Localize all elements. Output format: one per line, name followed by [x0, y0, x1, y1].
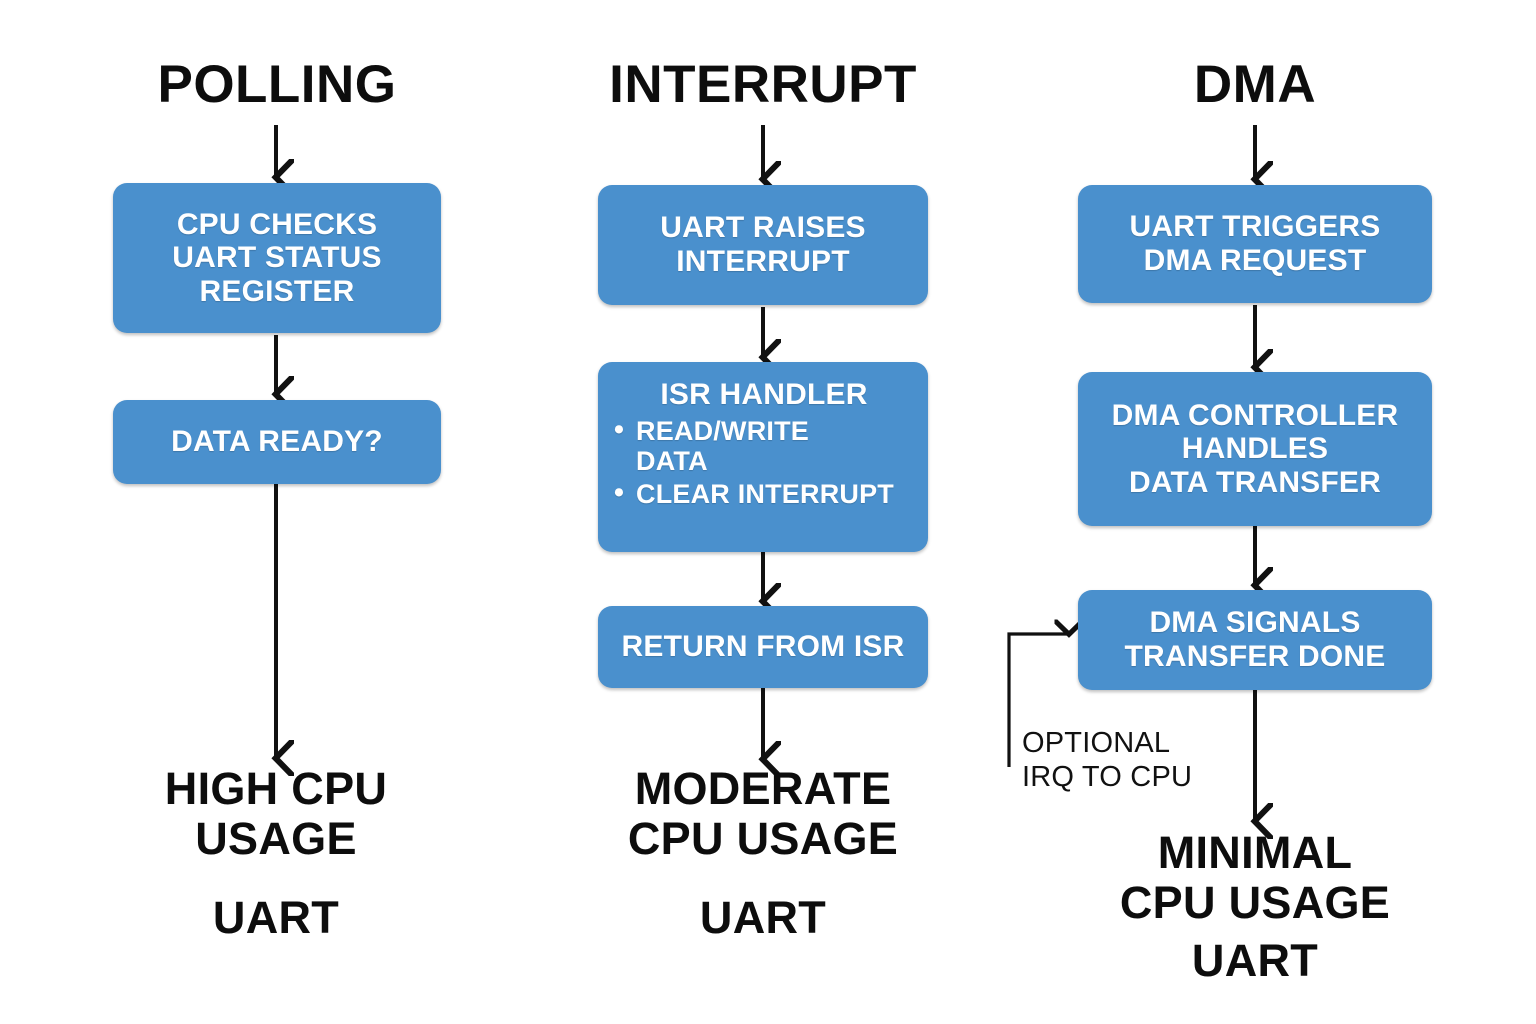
column-title-interrupt: INTERRUPT	[609, 55, 917, 114]
isr-bullet-item: READ/WRITE DATA	[610, 415, 894, 476]
dma-box-controller-handles-label: DMA CONTROLLER HANDLES DATA TRANSFER	[1111, 398, 1399, 499]
dma-box-uart-triggers[interactable]: UART TRIGGERS DMA REQUEST	[1078, 185, 1432, 303]
polling-outcome: HIGH CPU USAGE	[164, 763, 388, 864]
dma-box-signals-transfer-done[interactable]: DMA SIGNALS TRANSFER DONE	[1078, 590, 1432, 690]
interrupt-box-isr-handler-title: ISR HANDLER	[660, 378, 868, 411]
polling-box-data-ready-label: DATA READY?	[171, 425, 383, 459]
dma-footer: UART	[1191, 935, 1319, 986]
column-title-dma: DMA	[1193, 55, 1317, 114]
isr-bullet-item: CLEAR INTERRUPT	[610, 478, 894, 510]
polling-footer: UART	[212, 892, 340, 943]
polling-box-data-ready[interactable]: DATA READY?	[113, 400, 441, 484]
polling-box-cpu-checks-label: CPU CHECKS UART STATUS REGISTER	[172, 207, 382, 308]
column-title-polling: POLLING	[157, 55, 397, 114]
interrupt-box-uart-raises-label: UART RAISES INTERRUPT	[660, 211, 866, 278]
dma-outcome: MINIMAL CPU USAGE	[1119, 827, 1391, 928]
dma-box-controller-handles[interactable]: DMA CONTROLLER HANDLES DATA TRANSFER	[1078, 372, 1432, 526]
dma-box-signals-transfer-done-label: DMA SIGNALS TRANSFER DONE	[1124, 606, 1386, 673]
dma-optional-irq-note: OPTIONAL IRQ TO CPU	[1022, 727, 1193, 794]
interrupt-box-return-from-isr[interactable]: RETURN FROM ISR	[598, 606, 928, 688]
dma-box-uart-triggers-label: UART TRIGGERS DMA REQUEST	[1129, 210, 1381, 277]
interrupt-footer: UART	[699, 892, 827, 943]
polling-box-cpu-checks[interactable]: CPU CHECKS UART STATUS REGISTER	[113, 183, 441, 333]
interrupt-box-isr-handler-bullets: READ/WRITE DATA CLEAR INTERRUPT	[610, 415, 894, 514]
interrupt-outcome: MODERATE CPU USAGE	[627, 763, 899, 864]
interrupt-box-return-from-isr-label: RETURN FROM ISR	[621, 630, 905, 664]
interrupt-box-uart-raises[interactable]: UART RAISES INTERRUPT	[598, 185, 928, 305]
interrupt-box-isr-handler[interactable]: ISR HANDLER READ/WRITE DATA CLEAR INTERR…	[598, 362, 928, 552]
